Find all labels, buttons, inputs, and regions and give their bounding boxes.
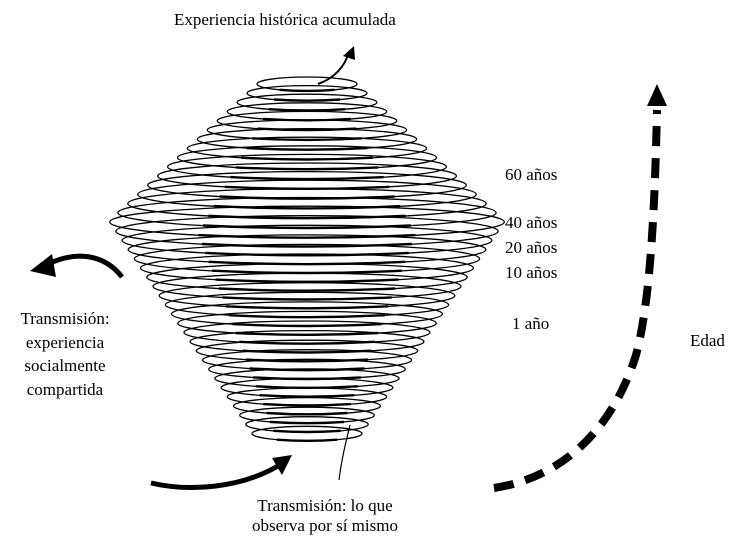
spiral-coil-loop <box>109 205 505 239</box>
chart-title: Experiencia histórica acumulada <box>174 10 396 29</box>
spiral-coil-loop <box>156 162 458 190</box>
spiral-coil-front-stroke <box>225 305 389 310</box>
spiral-coil-front-stroke <box>219 195 395 200</box>
left-caption-line-1: Transmisión: <box>20 309 110 328</box>
spiral-coil-front-stroke <box>229 314 385 319</box>
left-caption-line-3: socialmente <box>24 356 106 375</box>
spiral-coil-front-stroke <box>279 88 335 93</box>
spiral-coil-front-stroke <box>252 137 362 142</box>
spiral-coil-front-stroke <box>239 340 375 345</box>
spiral-coil-front-stroke <box>201 242 413 248</box>
bottom-arrowhead-icon <box>272 455 292 475</box>
age-label-20: 20 años <box>505 238 558 257</box>
spiral-coil-loop <box>245 416 369 433</box>
age-arrowhead-icon <box>647 84 667 106</box>
spiral-coil-front-stroke <box>215 278 399 284</box>
spiral-coil-front-stroke <box>222 296 392 301</box>
spiral-coil-front-stroke <box>230 175 384 181</box>
spiral-coil-front-stroke <box>263 402 351 407</box>
left-arrowhead-icon <box>30 254 56 277</box>
spiral-coil-front-stroke <box>268 108 346 112</box>
spiral-coil <box>109 76 505 443</box>
spiral-coil-front-stroke <box>232 322 382 328</box>
left-caption-line-2: experiencia <box>25 333 105 352</box>
spiral-coil-front-stroke <box>246 146 368 151</box>
age-label-1: 1 año <box>512 314 550 333</box>
spiral-coil-loop <box>127 234 487 265</box>
spiral-coil-front-stroke <box>273 98 341 102</box>
spiral-coil-front-stroke <box>259 394 355 398</box>
spiral-coil-front-stroke <box>249 367 365 372</box>
top-arrowhead-icon <box>343 46 355 60</box>
spiral-coil-front-stroke <box>266 411 348 416</box>
spiral-coil-front-stroke <box>218 287 396 292</box>
axis-label-edad: Edad <box>690 331 725 350</box>
spiral-coil-loop <box>246 84 368 102</box>
spiral-coil-loop <box>121 224 493 257</box>
spiral-coil-front-stroke <box>273 429 341 434</box>
age-label-60: 60 años <box>505 165 558 184</box>
pointer-line <box>338 424 351 481</box>
spiral-coil-front-stroke <box>276 438 338 443</box>
spiral-coil-loop <box>256 76 358 92</box>
spiral-coil-front-stroke <box>241 156 373 161</box>
age-label-10: 10 años <box>505 263 558 282</box>
bottom-arrow <box>150 463 280 490</box>
age-label-40: 40 años <box>505 213 558 232</box>
spiral-coil-front-stroke <box>269 420 345 425</box>
spiral-coil-front-stroke <box>205 251 409 257</box>
left-arrow <box>46 253 124 279</box>
spiral-coil-loop <box>251 425 363 442</box>
spiral-coil-front-stroke <box>235 166 379 171</box>
bottom-caption-line-2: observa por sí mismo <box>252 516 398 535</box>
age-arrow <box>493 109 661 492</box>
spiral-coil-loop <box>115 215 499 248</box>
left-caption-line-4: compartida <box>26 380 104 399</box>
spiral-coil-front-stroke <box>235 331 379 337</box>
spiral-coil-loop <box>117 196 497 229</box>
bottom-caption-line-1: Transmisión: lo que <box>257 496 393 515</box>
